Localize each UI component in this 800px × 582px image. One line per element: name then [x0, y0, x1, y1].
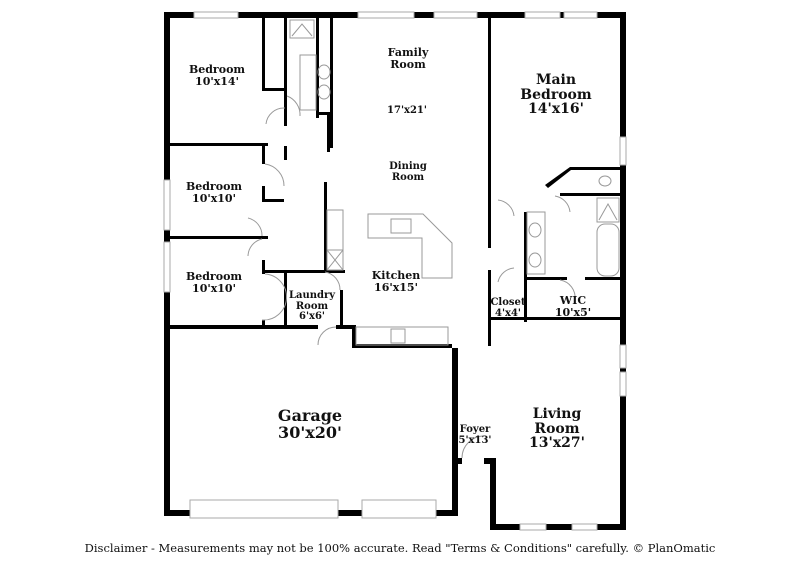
room-label-main-bedroom: Main Bedroom 14'x16' — [520, 73, 591, 117]
room-dims: 6'x6' — [298, 311, 325, 322]
room-dims-family-room: 17'x21' — [387, 105, 427, 116]
room-name: Bedroom — [185, 180, 243, 193]
room-label-family-room: Family Room — [388, 47, 429, 70]
room-name-line1: Laundry — [288, 290, 336, 301]
room-label-closet: Closet 4'x4' — [490, 297, 526, 319]
fixtures — [247, 19, 620, 459]
room-name-line2: Room — [390, 57, 426, 71]
room-name: Bedroom — [188, 63, 246, 76]
room-label-living-room: Living Room 13'x27' — [529, 407, 585, 451]
room-dims: 5'x13' — [458, 434, 492, 446]
room-dims: 10'x10' — [192, 281, 236, 295]
room-dims: 10'x10' — [192, 191, 236, 205]
room-label-kitchen: Kitchen 16'x15' — [372, 270, 421, 293]
room-label-wic: WIC 10'x5' — [555, 295, 591, 318]
room-name-line1: Main — [535, 72, 577, 88]
room-label-bedroom-3: Bedroom 10'x10' — [186, 271, 242, 294]
room-label-garage: Garage 30'x20' — [277, 406, 343, 442]
room-name: Closet — [490, 297, 526, 308]
exterior-walls — [164, 12, 626, 530]
room-name: Kitchen — [371, 269, 421, 282]
room-name: Bedroom — [185, 270, 243, 283]
room-label-bedroom-1: Bedroom 10'x14' — [189, 64, 245, 87]
room-name-line1: Family — [387, 46, 429, 59]
room-name: Foyer — [459, 424, 491, 435]
room-label-dining-room: Dining Room — [389, 161, 427, 183]
room-label-foyer: Foyer 5'x13' — [458, 424, 492, 446]
room-dims: 10'x5' — [554, 305, 592, 319]
room-dims: 16'x15' — [374, 280, 418, 294]
room-name-line1: Dining — [389, 161, 427, 172]
room-dims: 14'x16' — [528, 101, 584, 118]
room-dims: 30'x20' — [278, 422, 342, 442]
room-dims: 13'x27' — [529, 435, 585, 452]
disclaimer-text: Disclaimer - Measurements may not be 100… — [84, 541, 716, 555]
windows — [163, 11, 627, 531]
room-label-bedroom-2: Bedroom 10'x10' — [186, 181, 242, 204]
room-name-line2: Room — [534, 420, 580, 437]
room-name-line2: Room — [295, 300, 329, 312]
room-dims: 4'x4' — [494, 307, 522, 319]
room-name-line1: Living — [532, 406, 582, 422]
room-name-line2: Room — [391, 171, 425, 183]
room-name-line2: Bedroom — [520, 86, 592, 103]
interior-walls — [164, 18, 622, 348]
room-name: WIC — [559, 294, 587, 307]
room-label-laundry-room: Laundry Room 6'x6' — [288, 290, 336, 323]
room-name: Garage — [277, 406, 343, 425]
room-dims: 10'x14' — [195, 74, 239, 88]
